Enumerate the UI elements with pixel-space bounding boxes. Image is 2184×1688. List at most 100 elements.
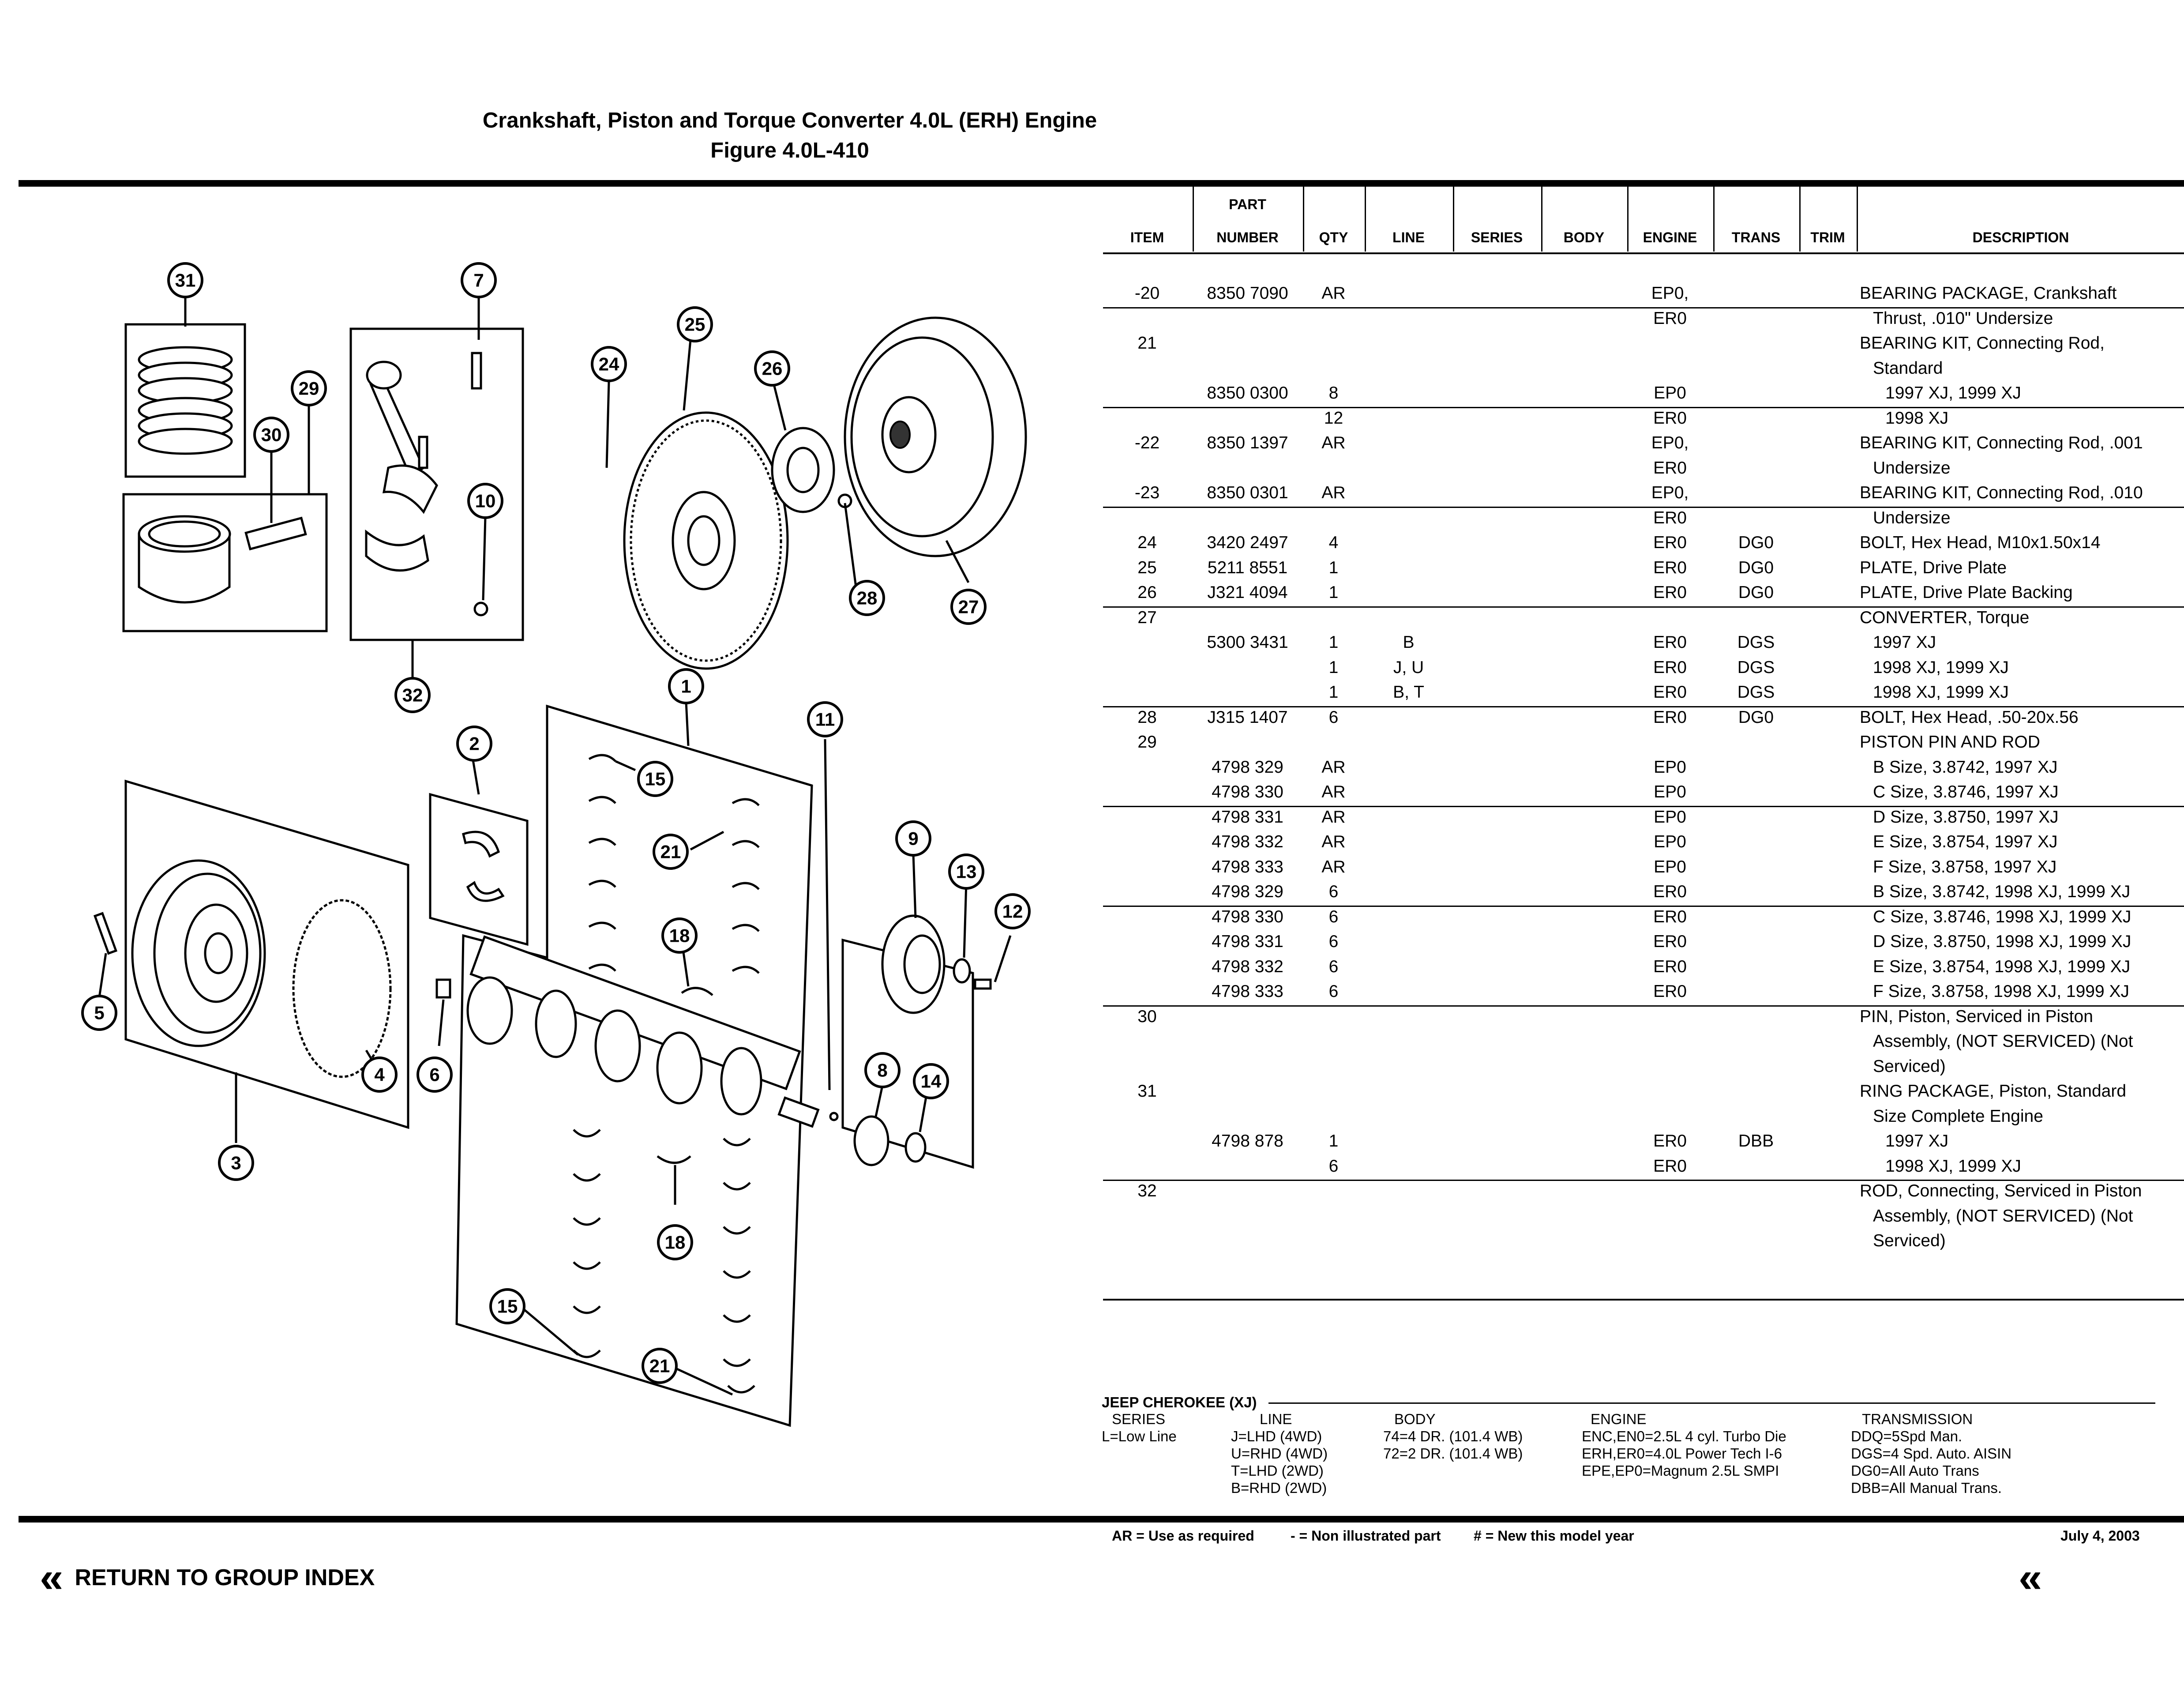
cell-part: 8350 0300 [1207,383,1288,402]
svg-text:10: 10 [475,491,496,511]
cell-item: 25 [1137,558,1157,577]
legend-trans-1: DGS=4 Spd. Auto. AISIN [1851,1445,2012,1462]
cell-engine: ER0 [1653,1132,1687,1150]
cell-engine: ER0 [1653,882,1687,901]
cell-trans: DGS [1737,658,1775,677]
cell-desc: C Size, 3.8746, 1998 XJ, 1999 XJ [1873,907,2131,926]
svg-text:28: 28 [857,588,878,609]
cell-desc: BEARING KIT, Connecting Rod, .010 [1860,483,2143,502]
cell-engine: EP0 [1654,807,1686,827]
svg-text:31: 31 [175,270,196,291]
legend-line-1: U=RHD (4WD) [1231,1445,1328,1462]
cell-desc: E Size, 3.8754, 1997 XJ [1873,832,2058,851]
cell-engine: ER0 [1653,982,1687,1001]
legend-engine-title: ENGINE [1591,1411,1647,1427]
cell-item: 31 [1137,1082,1157,1101]
cell-part: 4798 329 [1212,757,1283,777]
svg-text:11: 11 [815,709,835,730]
cell-desc: Standard [1873,358,1943,378]
cell-desc: PLATE, Drive Plate [1860,558,2007,577]
cell-line: J, U [1393,658,1424,677]
cell-item: 28 [1137,707,1157,727]
svg-text:15: 15 [497,1296,518,1317]
drive-plate-drawing [623,411,789,670]
legend-series-title: SERIES [1112,1411,1166,1427]
cell-qty: AR [1321,757,1346,777]
cell-engine: EP0 [1654,757,1686,777]
figure-number: Figure 4.0L-410 [710,139,869,162]
callout-15: 15 [637,761,673,797]
cell-qty: AR [1321,483,1346,502]
cell-desc: BOLT, Hex Head, M10x1.50x14 [1860,533,2101,552]
cell-desc: 1997 XJ [1873,633,1936,652]
cell-trans: DGS [1737,683,1775,702]
svg-text:12: 12 [1002,901,1023,922]
cell-qty: 6 [1328,707,1339,727]
row-group-rule [1103,406,2184,408]
cell-item: 26 [1137,583,1157,602]
col-header-line: LINE [1392,229,1425,245]
revision-date: July 4, 2003 [2060,1528,2140,1544]
cell-part: 4798 330 [1212,782,1283,801]
svg-text:18: 18 [665,1232,686,1253]
cell-desc: 1997 XJ [1885,1132,1949,1150]
callout-31: 31 [167,262,203,298]
callout-28: 28 [849,580,885,616]
cell-engine: EP0 [1654,832,1686,851]
svg-text:1: 1 [681,676,691,697]
double-chevron-left-icon[interactable]: « [2019,1554,2042,1601]
cell-part: 3420 2497 [1207,533,1288,552]
col-header-series: SERIES [1471,229,1523,245]
cell-item: 24 [1137,533,1157,552]
cell-desc: Assembly, (NOT SERVICED) (Not [1873,1032,2133,1051]
cell-part: 4798 332 [1212,957,1283,976]
cell-part: 8350 0301 [1207,483,1288,502]
svg-text:21: 21 [649,1356,670,1376]
cell-part: 4798 331 [1212,932,1283,951]
cell-engine: ER0 [1653,707,1687,727]
row-group-rule [1103,606,2184,608]
note-new: # = New this model year [1474,1528,1634,1544]
cell-desc: E Size, 3.8754, 1998 XJ, 1999 XJ [1873,957,2131,976]
cell-desc: 1998 XJ, 1999 XJ [1885,1156,2021,1176]
cell-desc: Size Complete Engine [1873,1106,2043,1126]
return-to-group-index-link[interactable]: « RETURN TO GROUP INDEX [40,1554,375,1601]
cell-part: 4798 333 [1212,982,1283,1001]
callout-21b: 21 [642,1348,678,1384]
row-group-rule [1103,706,2184,707]
cell-part: J315 1407 [1207,707,1288,727]
callout-2: 2 [456,726,492,762]
header-rule [19,180,2184,187]
cell-desc: CONVERTER, Torque [1860,608,2030,627]
legend-trans-0: DDQ=5Spd Man. [1851,1428,1963,1444]
cell-desc: Serviced) [1873,1056,1946,1076]
svg-text:30: 30 [261,425,282,445]
cell-engine: ER0 [1653,658,1687,677]
cell-line: B, T [1393,683,1424,702]
svg-text:25: 25 [685,314,705,335]
cell-engine: EP0 [1654,782,1686,801]
pulley-drawing [829,914,992,1166]
legend-line-2: T=LHD (2WD) [1231,1462,1324,1479]
cell-qty: 8 [1328,383,1339,402]
cell-desc: BOLT, Hex Head, .50-20x.56 [1860,707,2079,727]
callout-15b: 15 [489,1288,525,1324]
backing-plate-drawing [771,427,852,513]
vibration-damper-drawing [93,859,392,1078]
cell-qty: 6 [1328,1156,1339,1176]
double-chevron-left-icon: « [40,1554,64,1601]
cell-qty: 1 [1328,558,1339,577]
torque-converter-drawing [844,316,1027,557]
cell-desc: PIN, Piston, Serviced in Piston [1860,1007,2093,1026]
cell-engine: EP0, [1651,284,1689,303]
svg-text:8: 8 [877,1060,887,1081]
cell-engine: ER0 [1653,683,1687,702]
svg-text:13: 13 [956,861,977,882]
cell-desc: D Size, 3.8750, 1998 XJ, 1999 XJ [1873,932,2131,951]
cell-desc: Undersize [1873,458,1951,477]
legend-heading: JEEP CHEROKEE (XJ) [1102,1394,1257,1410]
legend-line-3: B=RHD (2WD) [1231,1480,1327,1496]
legend-engine-0: ENC,EN0=2.5L 4 cyl. Turbo Die [1582,1428,1786,1444]
cell-engine: EP0 [1654,857,1686,876]
legend-trans-2: DG0=All Auto Trans [1851,1462,1979,1479]
